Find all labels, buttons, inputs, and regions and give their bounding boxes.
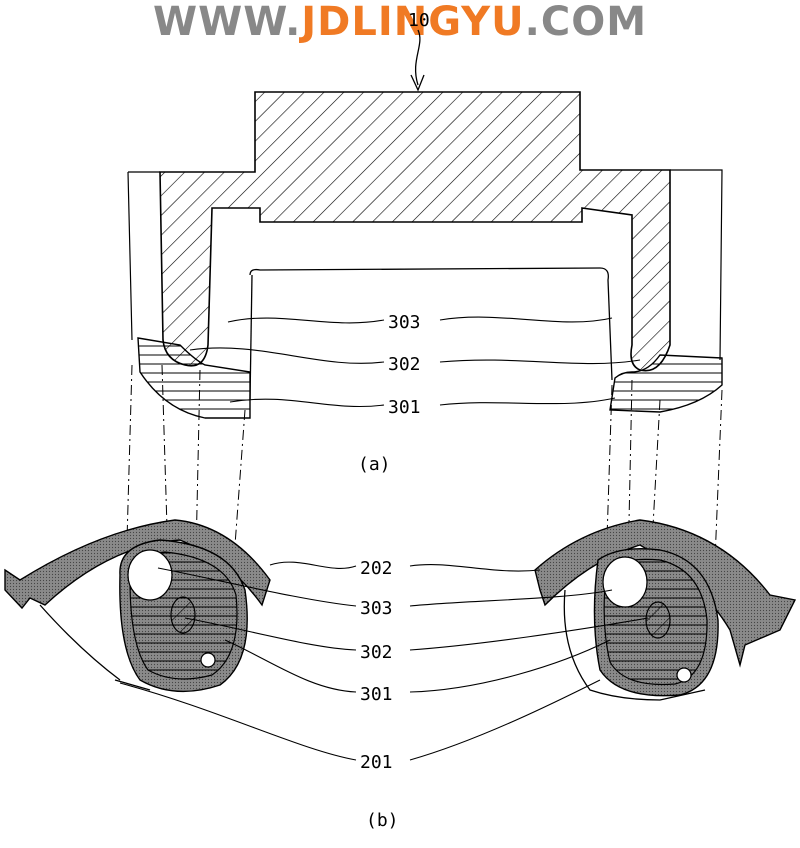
watermark-www: WWW. bbox=[153, 0, 302, 45]
label-a301: 301 bbox=[388, 397, 421, 418]
leader-b302 bbox=[184, 617, 649, 651]
eye-left-arrow bbox=[114, 679, 151, 691]
label-b303: 303 bbox=[360, 598, 393, 619]
casing-left bbox=[127, 171, 160, 341]
label-b202: 202 bbox=[360, 558, 393, 579]
ref-10-arrow bbox=[414, 29, 421, 86]
eye-left-brow bbox=[4, 519, 271, 610]
eye-right-pupil bbox=[645, 601, 671, 639]
watermark-com: .COM bbox=[524, 0, 647, 45]
lens-left bbox=[137, 337, 251, 419]
ref-10-arrowhead bbox=[410, 74, 425, 92]
label-b301: 301 bbox=[360, 684, 393, 705]
label-b201: 201 bbox=[360, 752, 393, 773]
ref-10-label: 10 bbox=[408, 10, 430, 31]
eye-left-dot bbox=[200, 652, 216, 668]
lens-right bbox=[609, 354, 723, 413]
leader-b202 bbox=[269, 561, 541, 572]
casing-right bbox=[670, 169, 723, 361]
figure-a: 10 303 302 301 (a) bbox=[127, 10, 723, 475]
label-a303: 303 bbox=[388, 312, 421, 333]
watermark-brand: JDLINGYU bbox=[301, 0, 525, 45]
eye-right-dot bbox=[676, 667, 692, 683]
label-a302: 302 bbox=[388, 354, 421, 375]
eye-right-highlight bbox=[602, 556, 648, 608]
caption-b: (b) bbox=[366, 810, 399, 831]
leader-b301 bbox=[224, 639, 611, 693]
eye-right-face bbox=[563, 589, 706, 701]
figure-b: 202 303 302 301 201 (b) bbox=[4, 519, 797, 831]
leader-b201 bbox=[119, 679, 601, 761]
watermark: WWW.JDLINGYU.COM bbox=[0, 0, 800, 50]
leader-a303 bbox=[227, 316, 613, 324]
leader-a302 bbox=[189, 347, 641, 365]
eye-left-lid bbox=[39, 604, 121, 681]
inner-cavity bbox=[249, 267, 613, 381]
label-b302: 302 bbox=[360, 642, 393, 663]
caption-a: (a) bbox=[358, 454, 391, 475]
eye-left-pupil bbox=[170, 596, 196, 634]
eye-left-highlight bbox=[127, 549, 173, 601]
leader-a301 bbox=[229, 397, 616, 408]
leader-b303 bbox=[157, 567, 613, 607]
